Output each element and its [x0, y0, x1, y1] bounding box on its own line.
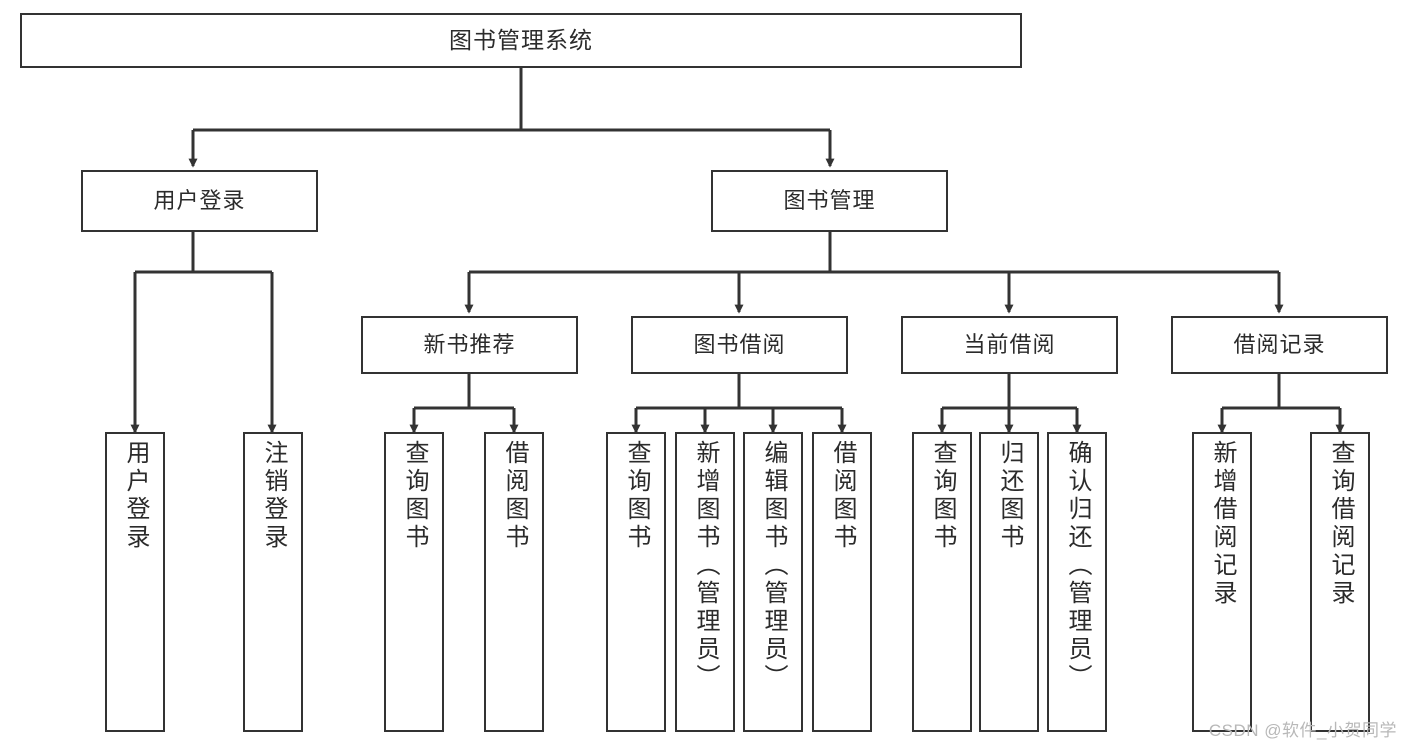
node-new-book-recommend[interactable]: 新书推荐: [361, 316, 578, 374]
node-leaf-query-book-1-label: 查询图书: [401, 440, 428, 552]
node-leaf-borrow-book-2[interactable]: 借阅图书: [812, 432, 872, 732]
node-current-borrow[interactable]: 当前借阅: [901, 316, 1118, 374]
node-book-management-label: 图书管理: [783, 187, 876, 213]
node-leaf-borrow-book-2-label: 借阅图书: [829, 440, 856, 552]
node-leaf-return-book[interactable]: 归还图书: [979, 432, 1039, 732]
node-leaf-query-record[interactable]: 查询借阅记录: [1310, 432, 1370, 732]
node-new-book-recommend-label: 新书推荐: [423, 331, 516, 357]
node-leaf-query-book-2-label: 查询图书: [623, 440, 650, 552]
node-leaf-query-book-1[interactable]: 查询图书: [384, 432, 444, 732]
node-user-login[interactable]: 用户登录: [81, 170, 318, 232]
node-book-borrow-label: 图书借阅: [693, 331, 786, 357]
node-leaf-query-record-label: 查询借阅记录: [1327, 440, 1354, 608]
node-leaf-confirm-return[interactable]: 确认归还（管理员）: [1047, 432, 1107, 732]
node-leaf-logout[interactable]: 注销登录: [243, 432, 303, 732]
node-leaf-logout-label: 注销登录: [260, 440, 287, 552]
node-leaf-borrow-book-1-label: 借阅图书: [501, 440, 528, 552]
node-current-borrow-label: 当前借阅: [963, 331, 1056, 357]
node-borrow-record-label: 借阅记录: [1233, 331, 1326, 357]
node-leaf-query-book-3-label: 查询图书: [929, 440, 956, 552]
node-book-borrow[interactable]: 图书借阅: [631, 316, 848, 374]
watermark: CSDN @软件_小贺同学: [1208, 721, 1397, 740]
node-leaf-user-login[interactable]: 用户登录: [105, 432, 165, 732]
node-root[interactable]: 图书管理系统: [20, 13, 1022, 68]
node-user-login-label: 用户登录: [153, 187, 246, 213]
node-leaf-user-login-label: 用户登录: [122, 440, 149, 552]
node-leaf-confirm-return-label: 确认归还（管理员）: [1064, 440, 1091, 692]
node-leaf-borrow-book-1[interactable]: 借阅图书: [484, 432, 544, 732]
node-leaf-edit-book-label: 编辑图书（管理员）: [760, 440, 787, 692]
node-root-label: 图书管理系统: [449, 26, 593, 53]
node-leaf-return-book-label: 归还图书: [996, 440, 1023, 552]
node-leaf-query-book-3[interactable]: 查询图书: [912, 432, 972, 732]
node-borrow-record[interactable]: 借阅记录: [1171, 316, 1388, 374]
node-leaf-add-book[interactable]: 新增图书（管理员）: [675, 432, 735, 732]
node-book-management[interactable]: 图书管理: [711, 170, 948, 232]
node-leaf-add-book-label: 新增图书（管理员）: [692, 440, 719, 692]
node-leaf-add-record-label: 新增借阅记录: [1209, 440, 1236, 608]
node-leaf-query-book-2[interactable]: 查询图书: [606, 432, 666, 732]
node-leaf-add-record[interactable]: 新增借阅记录: [1192, 432, 1252, 732]
node-leaf-edit-book[interactable]: 编辑图书（管理员）: [743, 432, 803, 732]
